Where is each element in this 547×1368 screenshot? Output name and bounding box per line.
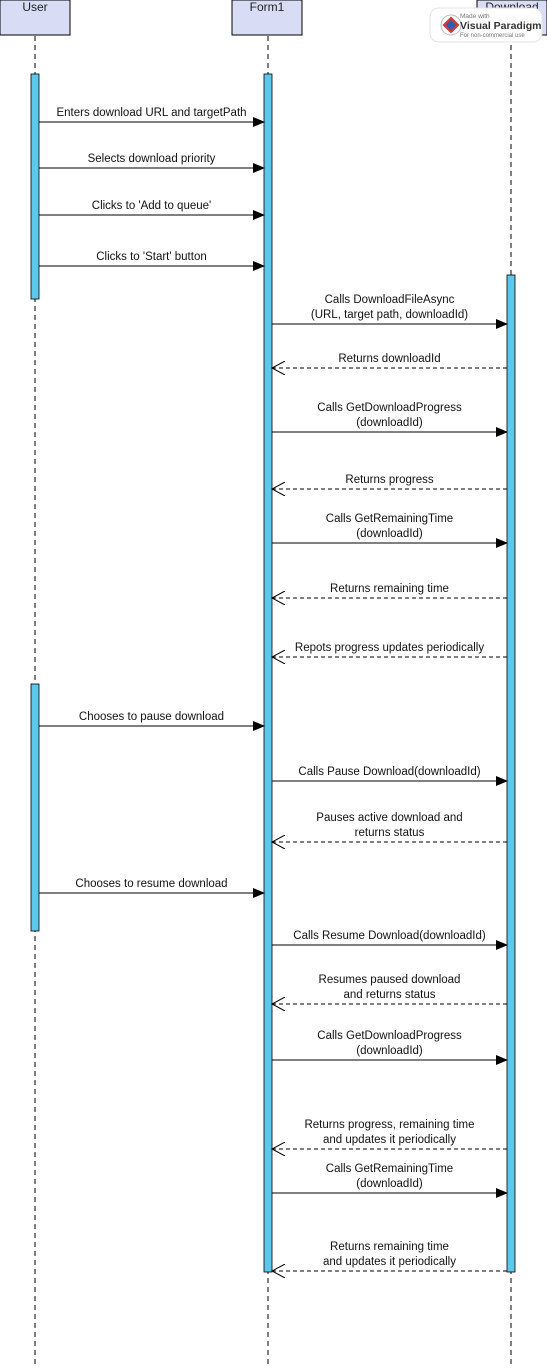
message-label: Calls DownloadFileAsync [325,294,455,306]
message-m17[interactable]: Resumes paused download and returns statu… [272,974,507,1004]
message-m19[interactable]: Returns progress, remaining time and upda… [272,1119,507,1149]
message-label: Selects download priority [88,153,216,165]
participant-form1-box [231,0,303,36]
message-label: Enters download URL and targetPath [56,107,246,119]
message-m4[interactable]: Clicks to 'Start' button [39,251,265,271]
message-label: Repots progress updates periodically [295,642,484,654]
message-label: Clicks to 'Start' button [96,251,207,263]
message-label: (downloadId) [356,528,423,540]
message-m5[interactable]: Calls DownloadFileAsync (URL, target path… [272,294,508,329]
message-m21[interactable]: Returns remaining time and updates it per… [272,1241,507,1271]
message-label: and updates it periodically [323,1256,456,1268]
activation-user-2 [30,683,40,932]
messages-layer: Enters download URL and targetPathSelect… [39,107,508,1271]
watermark-brand: Visual Paradigm [460,20,542,32]
activation-download [506,274,516,1273]
message-m13[interactable]: Calls Pause Download(downloadId) [272,766,508,786]
message-m20[interactable]: Calls GetRemainingTime (downloadId) [272,1163,508,1198]
message-m12[interactable]: Chooses to pause download [39,711,265,731]
message-label: Calls Resume Download(downloadId) [293,930,486,942]
watermark-note: For non-commercial use [460,33,525,39]
message-m7[interactable]: Calls GetDownloadProgress (downloadId) [272,402,508,437]
message-m14[interactable]: Pauses active download and returns status [272,812,507,842]
message-m3[interactable]: Clicks to 'Add to queue' [39,200,265,220]
message-m11[interactable]: Repots progress updates periodically [272,642,507,657]
message-label: Returns progress [345,474,433,486]
participant-form1[interactable]: Form1 [231,0,303,36]
message-label: Calls GetDownloadProgress [317,402,462,414]
message-label: and updates it periodically [323,1134,456,1146]
message-label: Returns remaining time [330,583,449,595]
participant-form1-label: Form1 [250,0,285,14]
participant-user-label: User [22,0,47,14]
message-label: Chooses to resume download [75,878,227,890]
message-label: Calls GetRemainingTime [326,1163,453,1175]
message-label: Calls GetDownloadProgress [317,1030,462,1042]
message-m1[interactable]: Enters download URL and targetPath [39,107,265,127]
message-label: (downloadId) [356,1045,423,1057]
message-label: Returns downloadId [338,353,440,365]
message-label: Calls Pause Download(downloadId) [298,766,480,778]
message-label: returns status [355,827,425,839]
message-label: (URL, target path, downloadId) [311,309,468,321]
message-label: Clicks to 'Add to queue' [92,200,211,212]
visual-paradigm-watermark: Made with Visual Paradigm For non-commer… [429,7,543,43]
activation-form1 [263,73,273,1273]
participant-user[interactable]: User [0,0,71,36]
message-label: Chooses to pause download [79,711,224,723]
message-label: Pauses active download and [316,812,462,824]
message-m9[interactable]: Calls GetRemainingTime (downloadId) [272,513,508,548]
message-m16[interactable]: Calls Resume Download(downloadId) [272,930,508,950]
watermark-backdrop [429,7,543,43]
message-label: Calls GetRemainingTime [326,513,453,525]
message-label: (downloadId) [356,417,423,429]
activation-user-1 [30,73,40,300]
message-m8[interactable]: Returns progress [272,474,507,489]
message-m2[interactable]: Selects download priority [39,153,265,173]
participant-user-box [0,0,71,36]
message-label: Returns progress, remaining time [304,1119,474,1131]
message-m18[interactable]: Calls GetDownloadProgress (downloadId) [272,1030,508,1065]
message-m6[interactable]: Returns downloadId [272,353,507,368]
message-label: and returns status [343,989,435,1001]
visual-paradigm-logo-icon [440,14,462,36]
watermark-made-with: Made with [460,13,490,20]
message-label: (downloadId) [356,1178,423,1190]
message-m15[interactable]: Chooses to resume download [39,878,265,898]
message-m10[interactable]: Returns remaining time [272,583,507,598]
message-label: Returns remaining time [330,1241,449,1253]
message-label: Resumes paused download [319,974,461,986]
